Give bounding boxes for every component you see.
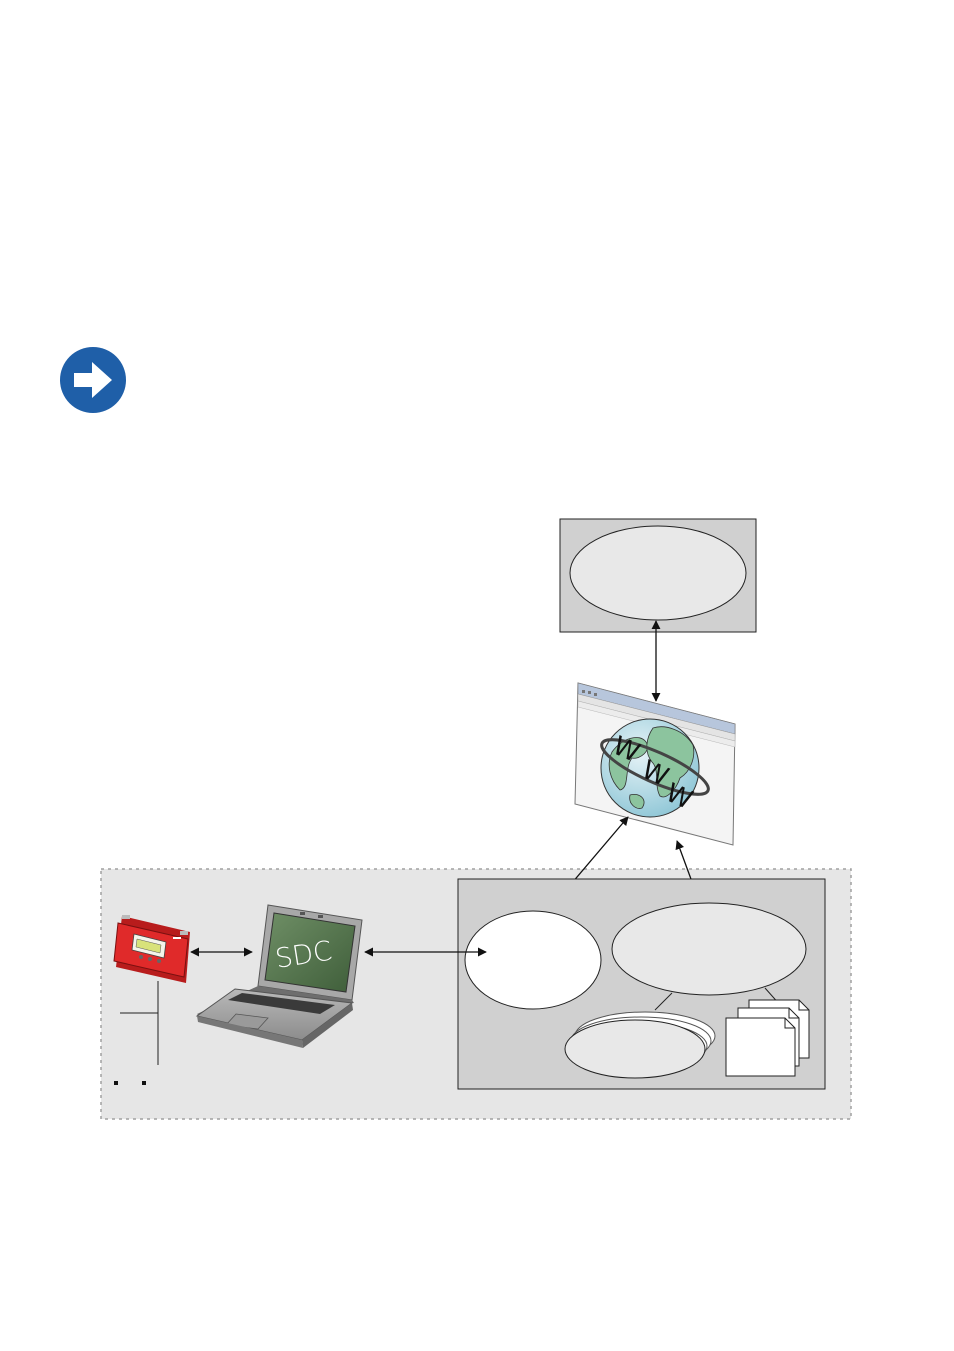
globe-icon bbox=[600, 718, 710, 818]
remote-server-box bbox=[559, 518, 757, 633]
arrow-right-circle-icon bbox=[60, 347, 126, 413]
browser-window-icon: W W W bbox=[574, 682, 736, 846]
continuation-dot-1 bbox=[114, 1081, 118, 1085]
database-connector bbox=[654, 992, 673, 1011]
document-stack-icon bbox=[725, 999, 810, 1077]
laptop-icon: SDC bbox=[195, 904, 363, 1048]
database-server-ellipse bbox=[611, 902, 807, 996]
remote-server-ellipse bbox=[569, 525, 747, 621]
local-service-ellipse bbox=[464, 910, 602, 1010]
database-stack-icon bbox=[564, 1011, 716, 1079]
solar-charge-controller-icon bbox=[113, 915, 190, 983]
continuation-dot-2 bbox=[142, 1081, 146, 1085]
